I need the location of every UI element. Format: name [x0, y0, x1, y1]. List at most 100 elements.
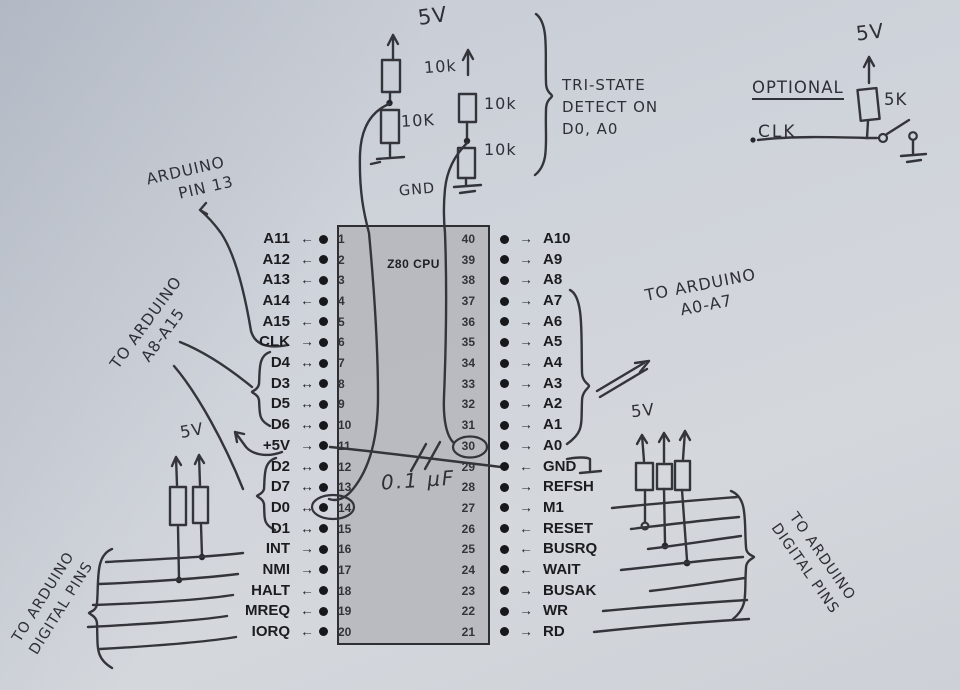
pin-label: INT — [265, 540, 290, 558]
pin-dot-icon — [500, 627, 509, 637]
tristate-divider-d0 — [327, 33, 406, 502]
pin-number: 15 — [338, 521, 352, 536]
pin-direction-arrow: ← — [300, 603, 314, 619]
switch-contact — [908, 131, 918, 141]
wire-busrq — [646, 534, 743, 551]
gnd-hook-icon — [565, 456, 603, 475]
pin-number: 7 — [338, 356, 345, 371]
wire-wait — [619, 555, 745, 572]
pin-33-a3: A3→33 — [443, 374, 655, 394]
wire-5v-to-gnd — [328, 445, 503, 469]
pin-number: 10 — [338, 418, 352, 433]
pin-number: 16 — [338, 542, 352, 557]
pin-direction-arrow: ← — [300, 231, 314, 246]
pin-12-d2: D2↔12 — [180, 457, 366, 477]
pin-1-a11: A11←1 — [180, 229, 366, 249]
pin-label: D0 — [270, 498, 290, 516]
pin-label: A0 — [543, 436, 563, 454]
ground-icon — [369, 141, 406, 166]
pin-dot-icon — [319, 399, 328, 409]
label-resistor-10k-3: 10k — [484, 94, 517, 113]
pin-number: 38 — [461, 273, 475, 288]
wire-busak — [648, 576, 747, 593]
pin-40-a10: A10→40 — [443, 229, 655, 249]
pin-dot-icon — [319, 482, 328, 492]
pin-label: D3 — [270, 374, 290, 392]
pin-direction-arrow: → — [519, 334, 533, 350]
label-left-pullups-5v: 5V — [178, 419, 206, 442]
pin-label: WAIT — [543, 560, 581, 578]
pin-5-a15: A15←5 — [180, 312, 366, 332]
label-capacitor-value: 0.1 µF — [380, 465, 457, 495]
pin-label: IORQ — [251, 622, 290, 640]
pin-28-refsh: REFSH→28 — [443, 477, 655, 497]
pin-number: 22 — [461, 604, 475, 619]
pin-label: A9 — [543, 250, 563, 268]
pin-label: RD — [543, 622, 565, 640]
pin-label: A5 — [543, 333, 563, 351]
pin-dot-icon — [500, 234, 509, 244]
pin-label: +5V — [262, 436, 290, 454]
ground-icon — [899, 138, 928, 164]
pin-direction-arrow: ← — [519, 541, 533, 557]
pin-dot-icon — [319, 627, 328, 637]
pin-label: M1 — [543, 498, 564, 516]
resistor — [191, 485, 210, 525]
wire-iorq — [98, 635, 238, 651]
label-resistor-10k-1: 10k — [423, 55, 458, 78]
pin-label: MREQ — [245, 602, 290, 620]
wire-halt — [91, 593, 235, 607]
pin-dot-icon — [319, 544, 328, 554]
pin-direction-arrow: → — [519, 623, 533, 639]
pin-dot-icon — [319, 337, 328, 347]
pin30-highlight-circle — [451, 435, 489, 459]
capacitor-icon — [409, 440, 442, 473]
note-line: TRI-STATE — [562, 76, 646, 94]
pin-direction-arrow: ← — [300, 251, 314, 267]
resistor-10k-3 — [457, 92, 478, 124]
resistor — [673, 459, 692, 492]
pin-number: 40 — [461, 232, 475, 246]
pin-direction-arrow: ↔ — [300, 520, 314, 536]
pin-9-d5: D5↔9 — [180, 394, 366, 414]
pin-number: 11 — [338, 438, 351, 453]
pin-36-a6: A6→36 — [443, 312, 655, 332]
pin-label: A1 — [543, 416, 563, 434]
resistor-10k-4 — [456, 146, 477, 180]
pin-number: 4 — [338, 294, 345, 308]
pin-dot-icon — [500, 524, 509, 533]
label-optional-5v: 5V — [854, 18, 886, 46]
pin-direction-arrow: ← — [519, 520, 533, 536]
pin-label: A14 — [262, 292, 290, 309]
wire-to-a0 — [442, 141, 469, 445]
tristate-brace — [533, 12, 554, 177]
pin-number: 32 — [461, 397, 475, 412]
pin-7-d4: D4↔7 — [180, 353, 366, 373]
pin-number: 26 — [461, 521, 475, 536]
pin-number: 5 — [338, 314, 345, 329]
pin-18-halt: HALT←18 — [180, 581, 366, 601]
junction-dot — [463, 137, 471, 145]
pin-direction-arrow: ↔ — [300, 499, 314, 515]
pin-number: 36 — [461, 314, 475, 329]
pin-label: A7 — [543, 292, 563, 309]
pin-21-rd: RD→21 — [443, 622, 655, 642]
pin-direction-arrow: ← — [519, 561, 533, 577]
pin-number: 23 — [461, 583, 475, 598]
pin-direction-arrow: → — [519, 293, 533, 308]
pin-26-reset: RESET←26 — [443, 519, 655, 539]
a8-a15-leader-lines — [172, 340, 254, 491]
pin-number: 34 — [461, 356, 475, 371]
label-resistor-10k-2: 10K — [400, 110, 436, 131]
brace-d2-d1 — [255, 456, 278, 532]
pin-dot-icon — [319, 358, 328, 368]
pin-31-a1: A1→31 — [443, 415, 655, 435]
pin-dot-icon — [319, 441, 328, 451]
pin-dot-icon — [319, 234, 328, 244]
right-digital-wires — [592, 495, 751, 634]
switch-contact — [877, 132, 889, 144]
pin-number: 14 — [338, 500, 352, 515]
pin-dot-icon — [500, 462, 509, 471]
pin-27-m1: M1→27 — [443, 498, 655, 518]
pin-dot-icon — [319, 296, 328, 306]
